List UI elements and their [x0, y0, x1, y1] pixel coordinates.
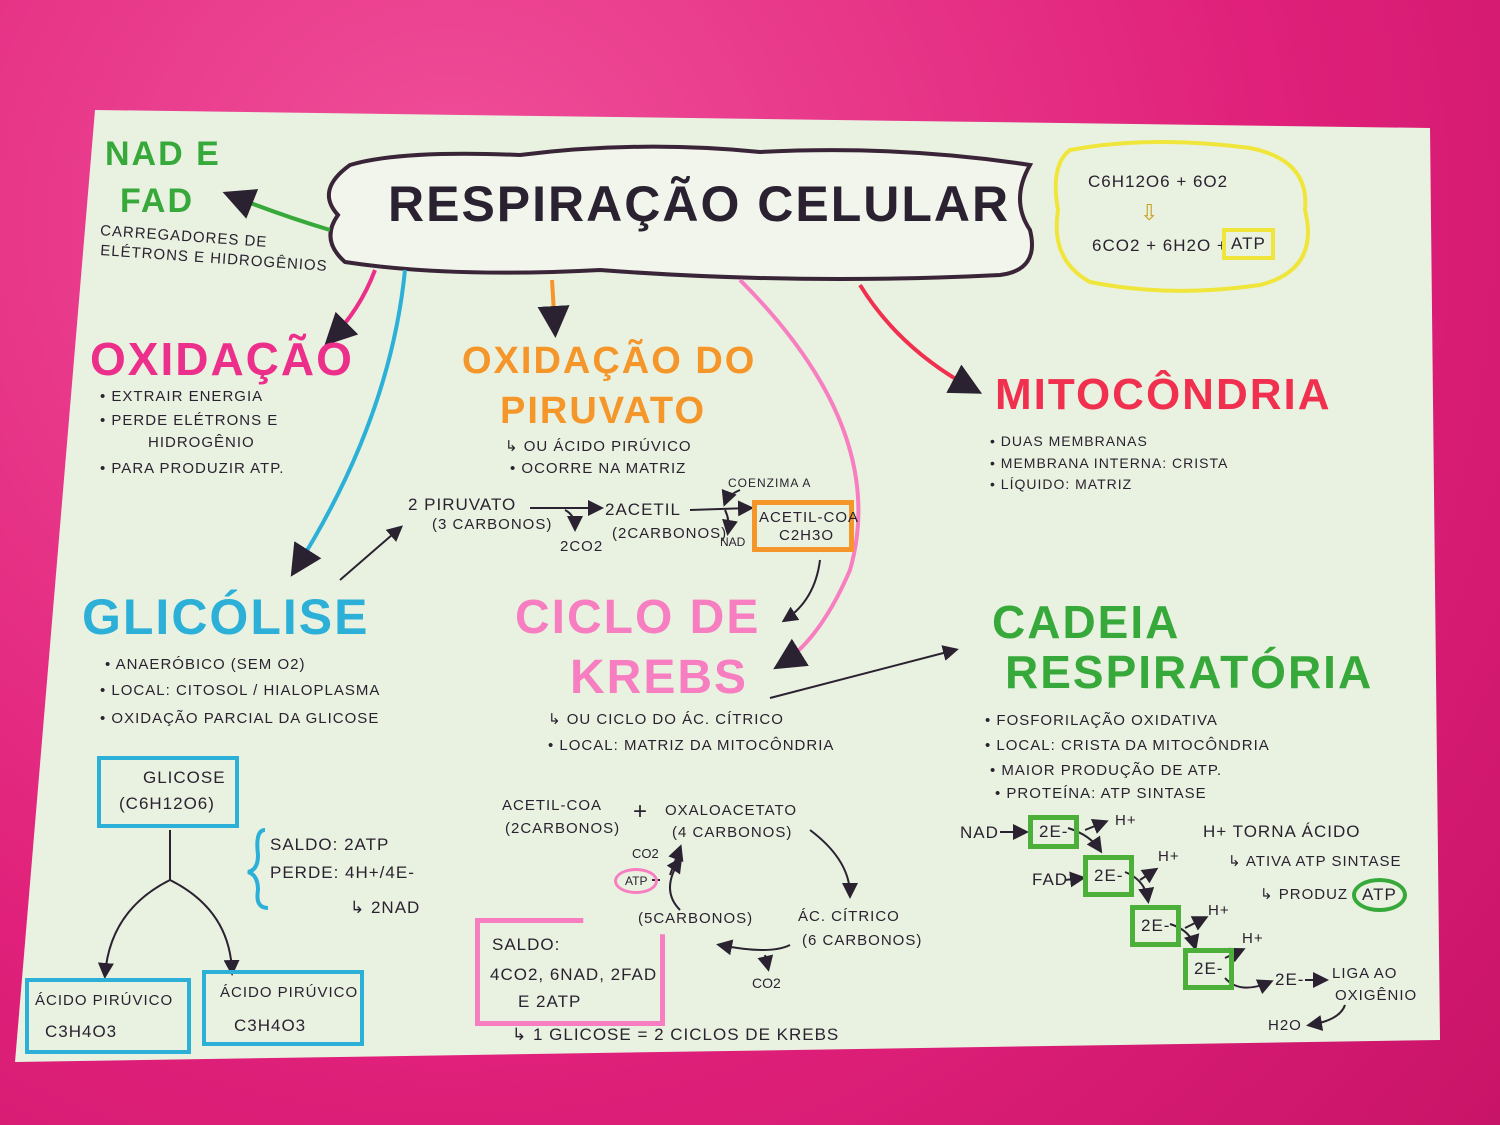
flow-pyruvate: 2 Piruvato	[408, 495, 517, 514]
glicose-formula: (C6H12O6)	[119, 794, 215, 813]
acetil-coa-formula: C2H3O	[779, 527, 835, 544]
chain-h: H+	[1158, 848, 1180, 865]
mitocondria-item: • Membrana interna: crista	[990, 455, 1229, 471]
product-name: Ácido pirúvico	[220, 984, 359, 1001]
cycle-cinco: (5carbonos)	[638, 910, 754, 927]
oxidacao-item: • Perde elétrons e	[100, 412, 279, 429]
mitocondria-item: • Duas membranas	[990, 433, 1148, 449]
mitocondria-item: • Líquido: matriz	[990, 476, 1133, 492]
cadeia-item: • Maior produção de ATP.	[990, 762, 1223, 779]
product-box: Ácido pirúvico C3H4O3	[25, 978, 191, 1054]
oxidacao-item: • Extrair energia	[100, 388, 264, 405]
glicose-box: Glicose (C6H12O6)	[97, 756, 239, 828]
krebs-note: ↳ 1 Glicose = 2 ciclos de Krebs	[512, 1025, 840, 1044]
chain-atp: ATP	[1352, 878, 1407, 912]
flow-acetil: 2Acetil	[605, 500, 681, 519]
cadeia-item: • Proteína: ATP sintase	[995, 785, 1207, 802]
equation-reactants: C6H12O6 + 6O2	[1088, 172, 1229, 191]
chain-h: H+	[1115, 812, 1137, 829]
flow-acetil-sub: (2carbonos)	[612, 525, 728, 542]
krebs-saldo-box	[475, 918, 665, 1026]
acetil-coa-label: Acetil-CoA	[759, 509, 860, 526]
chain-electron-box: 2e-	[1130, 905, 1182, 947]
chain-electron-box: 2e-	[1083, 855, 1135, 897]
chain-torna: H+ torna ácido	[1203, 822, 1361, 841]
cadeia-title-1: Cadeia	[992, 596, 1181, 648]
nad-fad-title-2: FAD	[120, 182, 194, 220]
chain-e-out: 2e-	[1275, 970, 1305, 989]
krebs-saldo-2: e 2ATP	[518, 992, 582, 1011]
oxidacao-title: Oxidação	[90, 333, 354, 385]
flow-pyruvate-sub: (3 carbonos)	[432, 516, 553, 533]
krebs-title-2: Krebs	[570, 651, 749, 704]
glicolise-item: • Local: citosol / hialoplasma	[100, 682, 381, 699]
product-name: Ácido pirúvico	[35, 992, 174, 1009]
flow-co2: 2CO2	[560, 538, 604, 555]
glicolise-item: • Oxidação parcial da glicose	[100, 710, 380, 727]
cycle-citrico-sub: (6 carbonos)	[802, 932, 923, 949]
down-arrow-icon: ⇩	[1140, 200, 1159, 225]
cycle-oxalo-sub: (4 carbonos)	[672, 824, 793, 841]
glicolise-nad: ↳ 2NAD	[350, 898, 421, 917]
cycle-plus: +	[633, 798, 648, 825]
product-box: Ácido pirúvico C3H4O3	[202, 970, 364, 1046]
flow-coenzima: Coenzima A	[728, 476, 812, 490]
krebs-saldo-label: Saldo:	[492, 935, 561, 954]
cycle-co2: CO2	[632, 846, 659, 861]
chain-h: H+	[1242, 930, 1264, 947]
chain-fad: FAD	[1032, 870, 1069, 889]
mitocondria-title: Mitocôndria	[995, 370, 1332, 419]
cycle-atp: ATP	[614, 868, 659, 894]
title-cloud	[327, 144, 1034, 281]
chain-electron-box: 2e-	[1183, 948, 1235, 990]
cadeia-title-2: Respiratória	[1005, 646, 1374, 698]
cadeia-item: • Fosforilação oxidativa	[985, 712, 1218, 729]
glicolise-perde: Perde: 4H+/4e-	[270, 863, 415, 882]
cycle-co2: CO2	[752, 975, 781, 991]
chain-ativa: ↳ ativa ATP sintase	[1228, 853, 1402, 870]
product-formula: C3H4O3	[45, 1022, 118, 1041]
glicolise-item: • Anaeróbico (sem O2)	[105, 656, 306, 673]
piruvato-title-2: Piruvato	[500, 390, 707, 432]
krebs-item: • Local: matriz da mitocôndria	[548, 737, 835, 754]
piruvato-item: ↳ ou ácido pirúvico	[505, 438, 692, 455]
chain-liga: Liga ao	[1332, 965, 1398, 982]
nad-fad-title-1: NAD E	[105, 135, 221, 173]
chain-produz: ↳ produz	[1260, 886, 1349, 903]
oxidacao-item: • Para produzir ATP.	[100, 460, 285, 477]
product-formula: C3H4O3	[234, 1016, 307, 1035]
cycle-acetil: Acetil-CoA	[502, 797, 603, 814]
chain-oxigenio: oxigênio	[1335, 987, 1418, 1004]
glicose-label: Glicose	[143, 768, 226, 787]
chain-electron-box: 2e-	[1028, 815, 1080, 849]
cycle-oxalo: Oxaloacetato	[665, 802, 798, 819]
oxidacao-item: hidrogênio	[148, 434, 255, 451]
cadeia-item: • Local: crista da mitocôndria	[985, 737, 1270, 754]
cycle-acetil-sub: (2carbonos)	[505, 820, 621, 837]
acetil-coa-box: Acetil-CoA C2H3O	[752, 500, 858, 552]
equation-atp: ATP	[1222, 228, 1275, 260]
glicolise-title: Glicólise	[82, 589, 370, 645]
chain-h: H+	[1208, 902, 1230, 919]
cycle-citrico: Ác. cítrico	[798, 908, 900, 925]
flow-nad: NAD	[720, 535, 746, 549]
chain-h2o: H2O	[1268, 1017, 1302, 1034]
glicolise-saldo: Saldo: 2ATP	[270, 835, 390, 854]
equation-cloud	[1053, 140, 1310, 293]
chain-nad: NAD	[960, 823, 999, 842]
krebs-saldo-1: 4CO2, 6NAD, 2FAD	[490, 965, 658, 984]
piruvato-item: • Ocorre na matriz	[510, 460, 687, 477]
page-title: Respiração Celular	[388, 176, 1011, 232]
krebs-title-1: Ciclo de	[515, 591, 761, 644]
equation-products: 6CO2 + 6H2O +	[1092, 236, 1228, 255]
piruvato-title-1: Oxidação do	[462, 340, 757, 382]
krebs-item: ↳ ou ciclo do ác. cítrico	[548, 711, 784, 728]
